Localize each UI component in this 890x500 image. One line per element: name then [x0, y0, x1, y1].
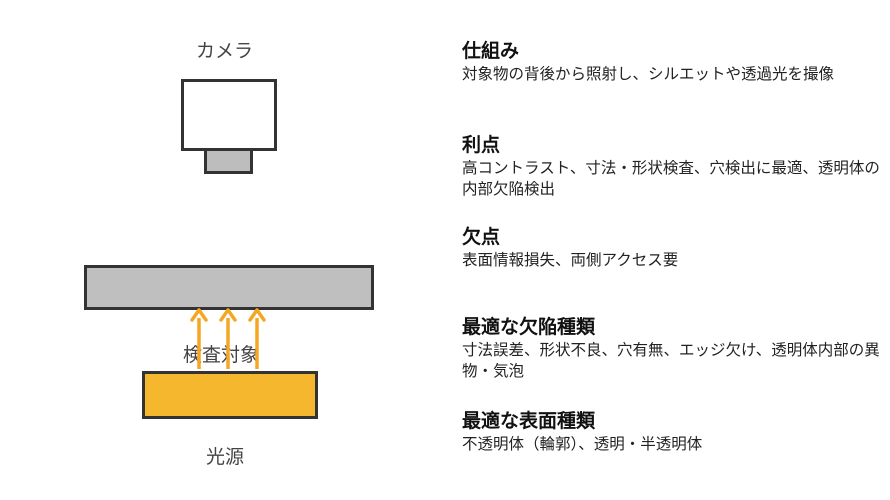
section-advantages: 利点 高コントラスト、寸法・形状検査、穴検出に最適、透明体の内部欠陥検出	[462, 132, 882, 200]
light-arrows	[190, 308, 266, 369]
section-heading: 仕組み	[462, 40, 520, 62]
light-source-label: 光源	[206, 446, 245, 468]
section-heading: 最適な欠陥種類	[462, 316, 596, 338]
inspection-target-label: 検査対象	[183, 344, 260, 366]
section-text: 高コントラスト、寸法・形状検査、穴検出に最適、透明体の内部欠陥検出	[462, 159, 880, 198]
section-heading: 欠点	[462, 226, 501, 248]
section-text: 不透明体（輪郭）、透明・半透明体	[462, 435, 703, 453]
section-heading: 利点	[462, 134, 501, 156]
section-surface-types: 最適な表面種類 不透明体（輪郭）、透明・半透明体	[462, 408, 882, 455]
inspection-target	[84, 265, 374, 310]
light-arrow-head	[248, 308, 266, 322]
section-defect-types: 最適な欠陥種類 寸法誤差、形状不良、穴有無、エッジ欠け、透明体内部の異物・気泡	[462, 314, 882, 382]
light-arrow-head	[190, 308, 208, 322]
camera-label: カメラ	[196, 40, 254, 62]
section-text: 寸法誤差、形状不良、穴有無、エッジ欠け、透明体内部の異物・気泡	[462, 341, 880, 380]
camera-lens	[204, 148, 253, 174]
section-heading: 最適な表面種類	[462, 410, 596, 432]
light-source	[142, 371, 318, 419]
section-text: 表面情報損失、両側アクセス要	[462, 251, 679, 269]
backlight-diagram: カメラ 検査対象 光源	[0, 0, 440, 500]
section-text: 対象物の背後から照射し、シルエットや透過光を撮像	[462, 65, 835, 83]
section-disadvantages: 欠点 表面情報損失、両側アクセス要	[462, 224, 882, 271]
light-arrow-head	[219, 308, 237, 322]
section-mechanism: 仕組み 対象物の背後から照射し、シルエットや透過光を撮像	[462, 38, 882, 85]
